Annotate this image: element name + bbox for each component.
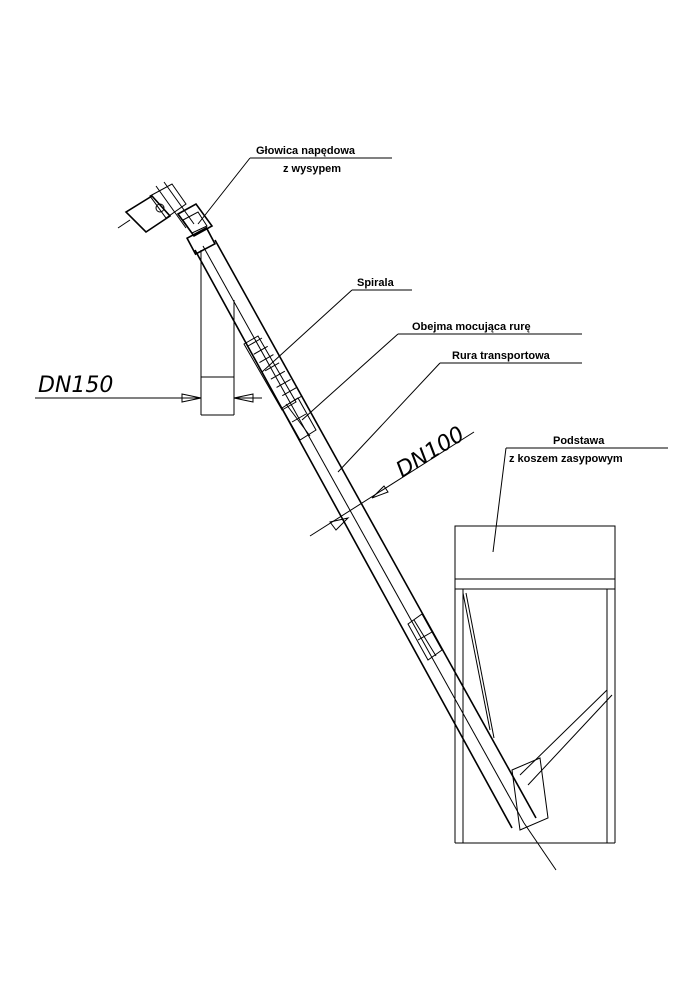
spiral-flight	[264, 362, 280, 372]
spiral-flight	[253, 345, 268, 355]
spiral-label: Spirala	[357, 277, 395, 289]
support-legs	[200, 250, 235, 416]
base-label: Podstawa	[553, 435, 605, 447]
spiral-flight	[270, 370, 286, 380]
dimension-dn100	[309, 431, 475, 537]
spiral-section	[243, 335, 303, 411]
drive-head	[117, 181, 217, 256]
spiral-flight	[259, 354, 274, 364]
dn150-dimension-text: DN150	[38, 373, 113, 398]
spiral-flight	[276, 378, 291, 388]
clamp-lower	[407, 613, 443, 661]
dn100-dimension-text: DN100	[392, 422, 469, 483]
drive-head-label: Głowica napędowa	[256, 145, 356, 157]
leader-lines	[197, 157, 668, 553]
spiral-flight	[282, 387, 297, 397]
hopper-base	[454, 525, 616, 844]
tube-label: Rura transportowa	[452, 350, 551, 362]
drive-head-label-2: z wysypem	[283, 163, 341, 175]
base-label-2: z koszem zasypowym	[509, 453, 623, 465]
transport-tube	[194, 239, 557, 871]
clamp-upper	[281, 397, 317, 441]
clamp-label: Obejma mocująca rurę	[412, 321, 531, 333]
dimension-dn150	[35, 393, 262, 403]
spiral-flight	[247, 337, 263, 347]
